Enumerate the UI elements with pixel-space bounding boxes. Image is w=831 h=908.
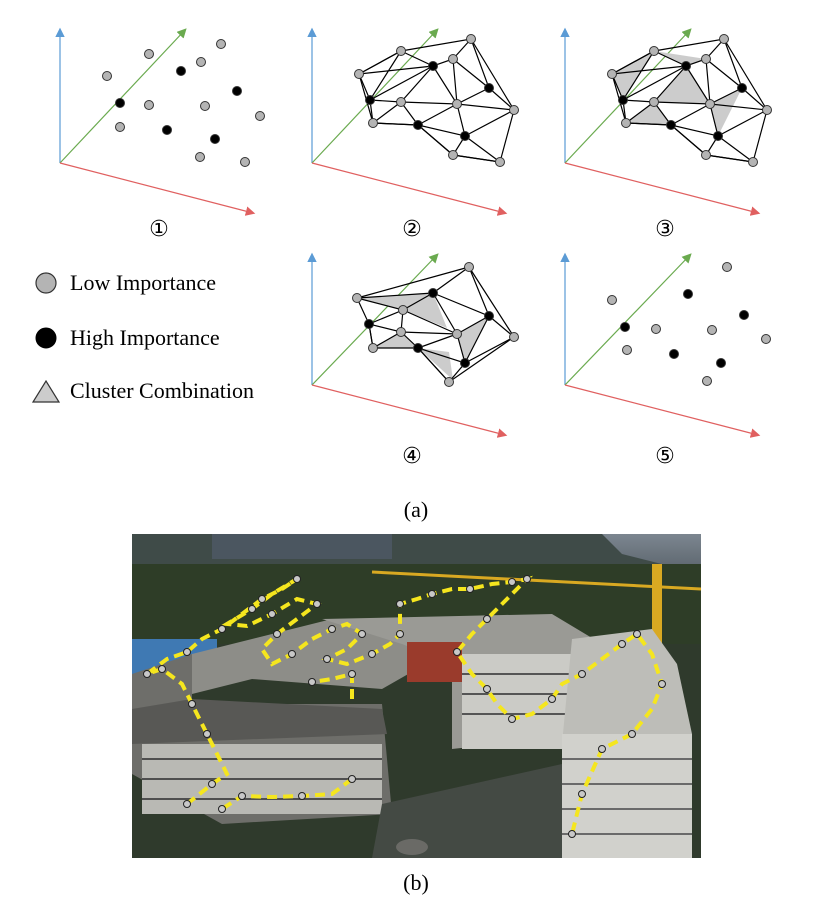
black-circle-icon: [30, 325, 62, 351]
panel-3-cluster-selection: [560, 27, 772, 216]
panel-5-reduced-scatter: [560, 252, 771, 438]
step-label-5: ⑤: [655, 444, 675, 469]
aerial-building-photo: [132, 534, 701, 858]
gray-circle-icon: [30, 270, 62, 296]
step-label-3: ③: [655, 217, 675, 242]
legend-cluster-label: Cluster Combination: [70, 378, 254, 403]
legend-high-label: High Importance: [70, 325, 220, 350]
caption-b: (b): [403, 870, 429, 895]
step-label-2: ②: [402, 217, 422, 242]
legend-cluster-combination: Cluster Combination: [30, 378, 254, 404]
z-axis: [59, 28, 187, 164]
x-axis: [59, 162, 256, 216]
triangle-icon: [30, 378, 62, 404]
step-label-4: ④: [402, 444, 422, 469]
step-label-1: ①: [149, 217, 169, 242]
nodes: [102, 39, 265, 167]
panel-2-triangulation: [307, 27, 519, 216]
mesh-edges: [358, 38, 516, 163]
legend-high-importance: High Importance: [30, 325, 220, 351]
legend-low-importance: Low Importance: [30, 270, 216, 296]
panel-4-cluster-combination: [307, 252, 519, 438]
legend-low-label: Low Importance: [70, 270, 216, 295]
caption-a: (a): [403, 497, 429, 522]
panel-1-scatter: [55, 27, 265, 216]
